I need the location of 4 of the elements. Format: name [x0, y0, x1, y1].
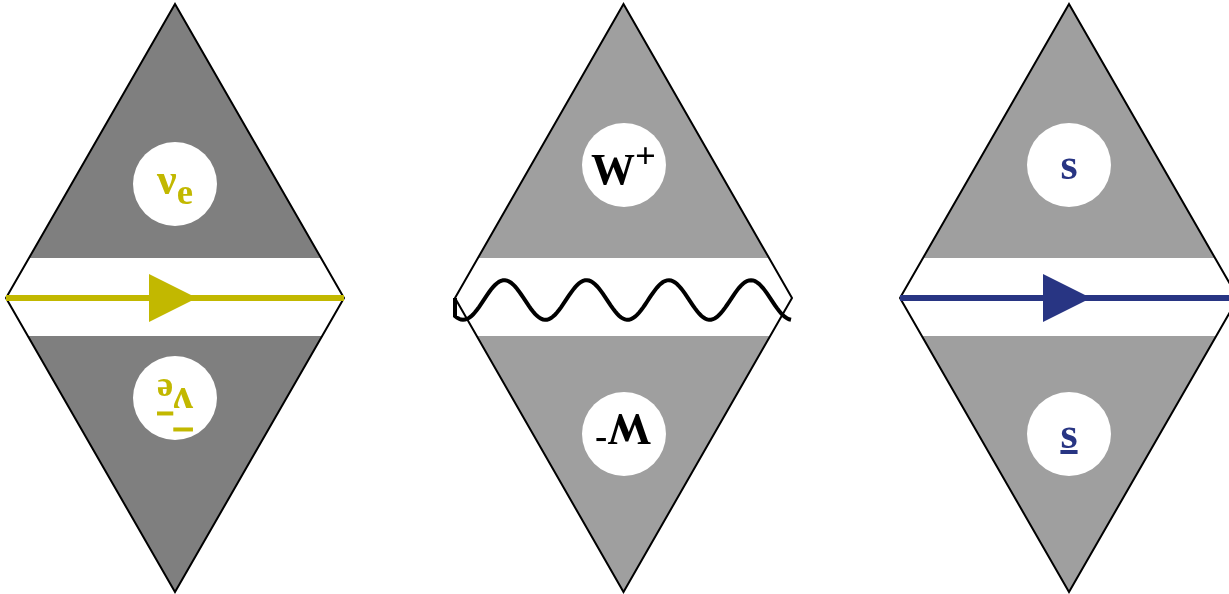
particle-symbol: s [1060, 143, 1078, 187]
particle-symbol: s [1060, 412, 1078, 456]
particle-symbol: ν$_{e}$ [157, 157, 193, 211]
particle-symbol: W$^{+}$ [591, 138, 656, 192]
